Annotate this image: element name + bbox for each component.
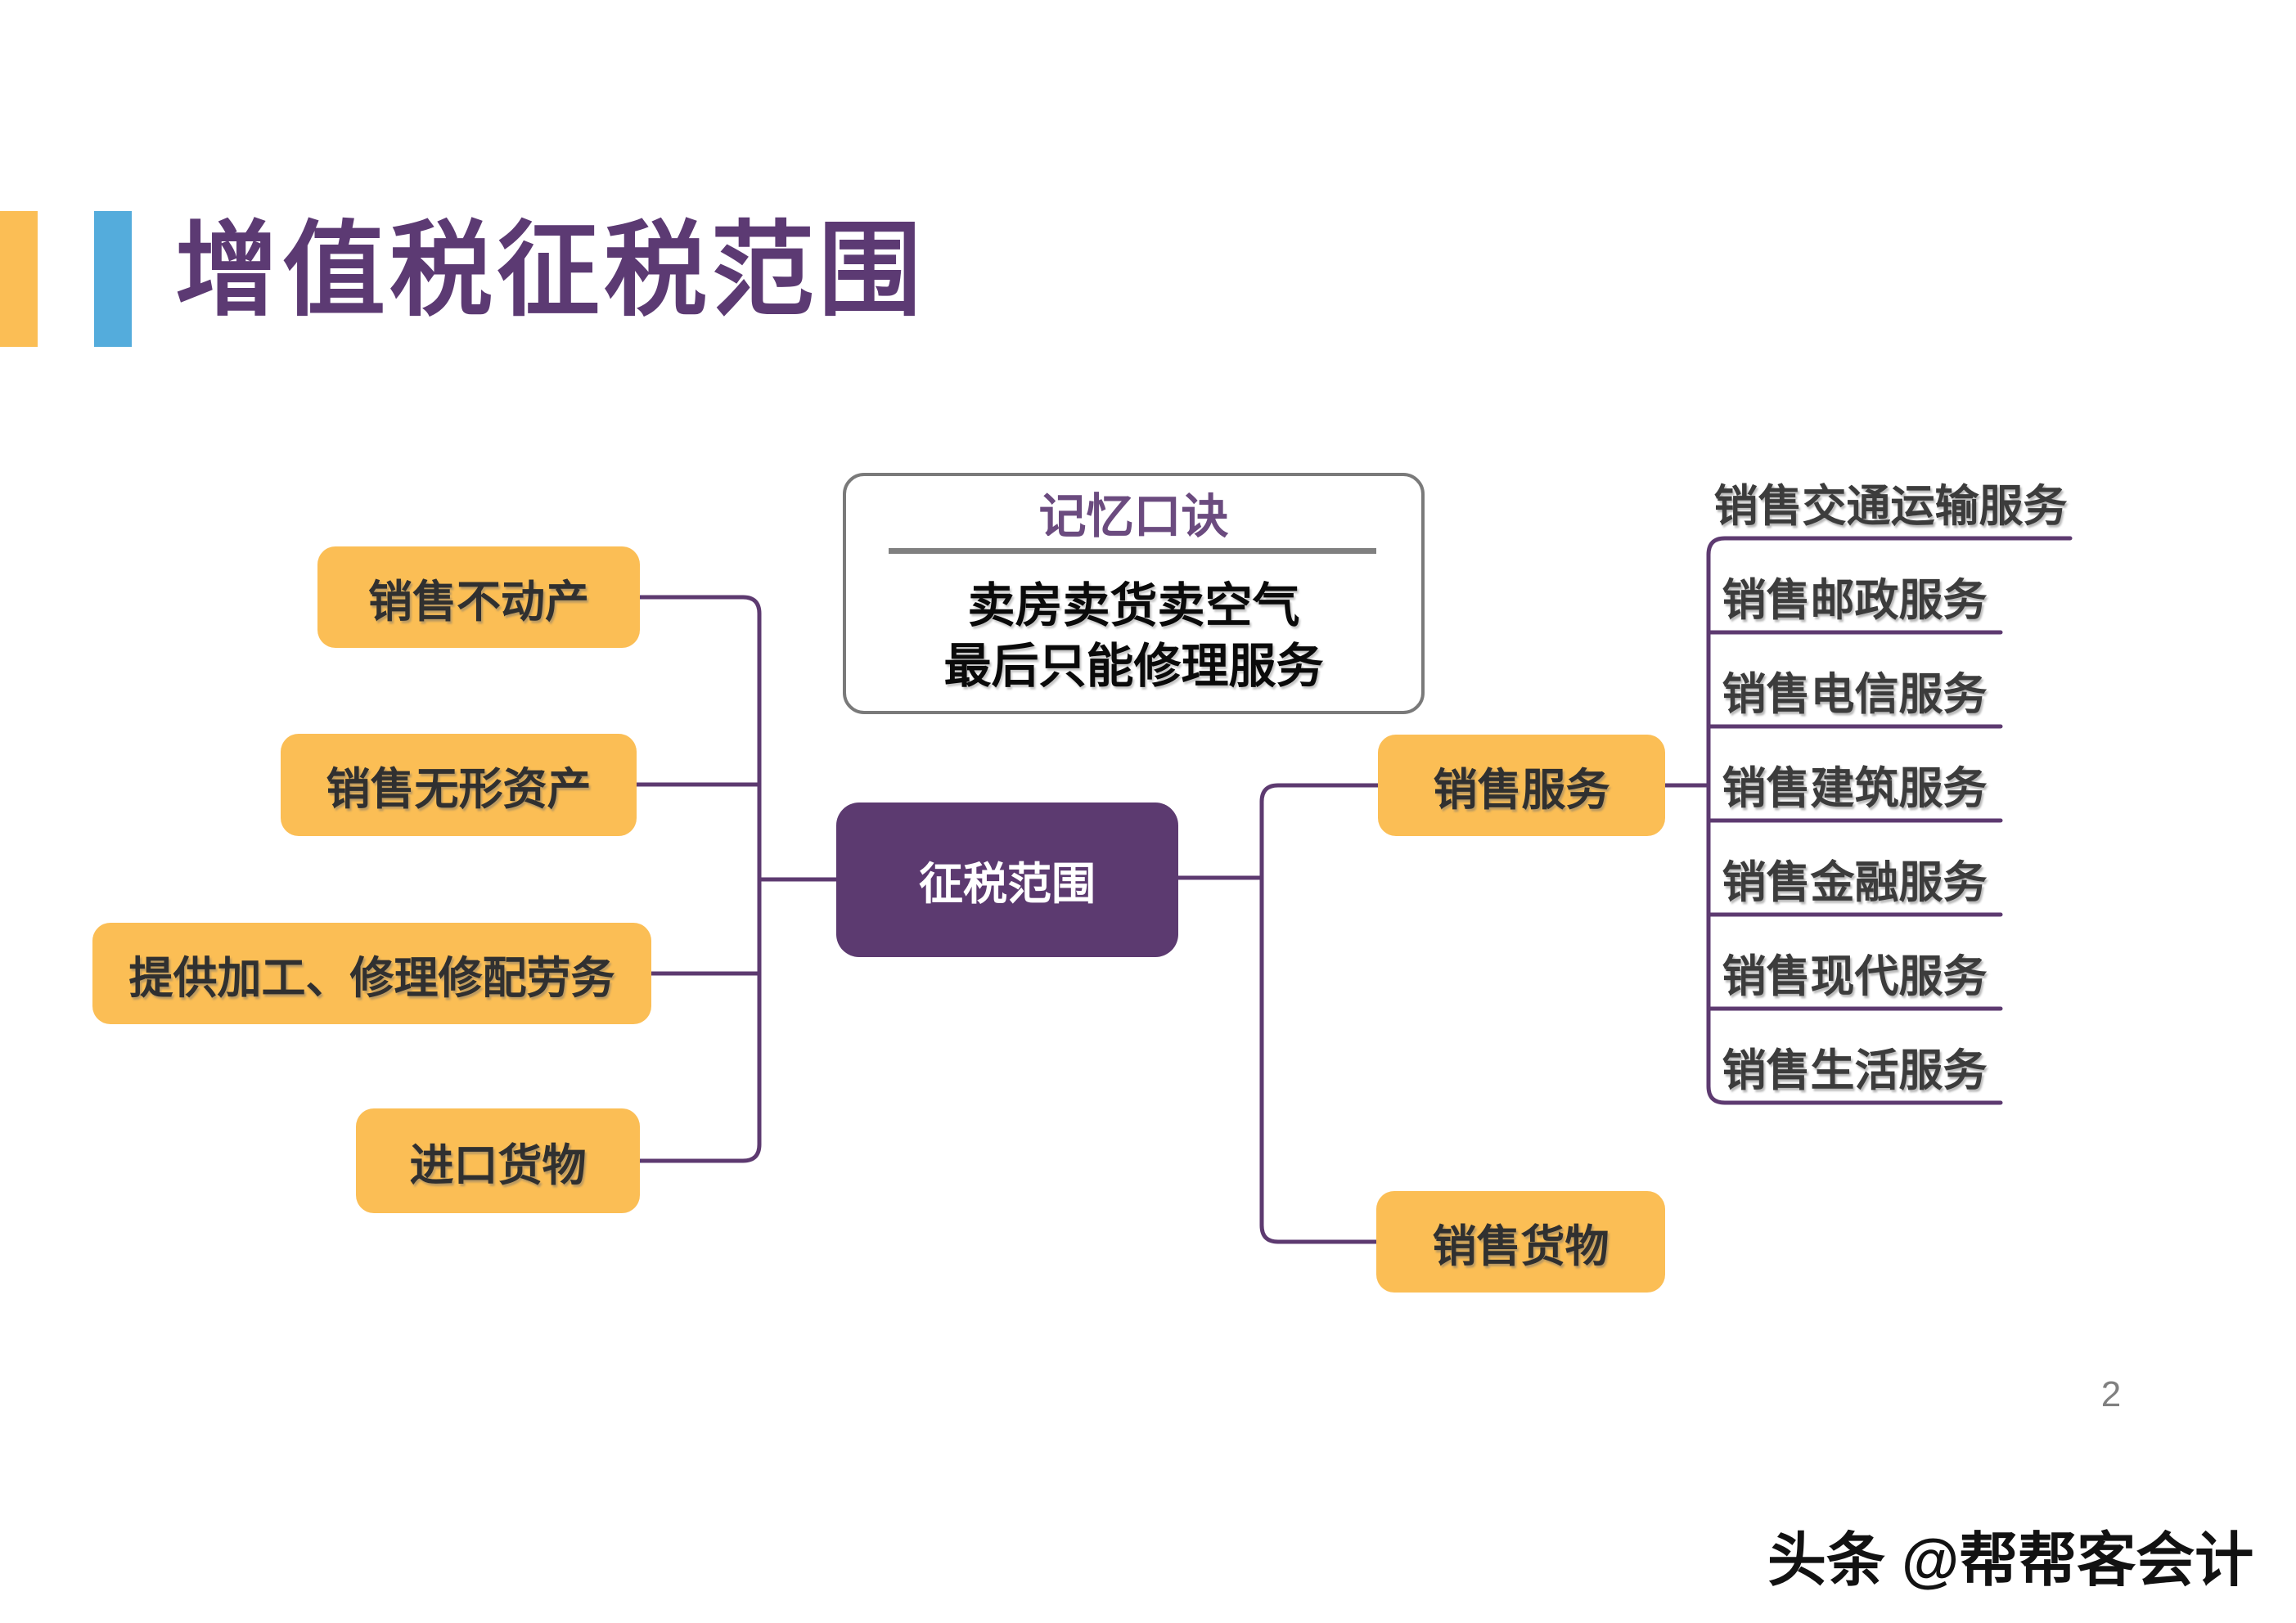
- service-item-transport: 销售交通运输服务: [1713, 481, 2068, 531]
- node-imported-goods: 进口货物: [356, 1108, 640, 1213]
- node-taxation-scope-root: 征税范围: [836, 803, 1178, 957]
- node-sale-intangible-assets: 销售无形资产: [281, 734, 637, 836]
- service-item-lifestyle: 销售生活服务: [1722, 1045, 1988, 1095]
- node-processing-repair-services: 提供加工、修理修配劳务: [92, 923, 651, 1024]
- memory-tip-line-2: 最后只能修理服务: [943, 639, 1324, 693]
- memory-tip-line-1: 卖房卖货卖空气: [967, 578, 1300, 632]
- memory-tip-title: 记忆口诀: [1038, 490, 1229, 543]
- title-accent-bar-blue: [94, 211, 132, 347]
- right-trunk-line: [1259, 783, 1380, 1244]
- page-number: 2: [2100, 1374, 2122, 1414]
- left-trunk-line: [637, 595, 762, 1163]
- watermark-text: 头条 @帮帮客会计: [1767, 1528, 2254, 1594]
- service-item-financial: 销售金融服务: [1722, 857, 1988, 907]
- service-item-modern: 销售现代服务: [1722, 951, 1988, 1001]
- node-sale-real-estate: 销售不动产: [317, 546, 640, 648]
- service-item-postal: 销售邮政服务: [1722, 575, 1988, 625]
- memory-tip-divider: [889, 548, 1376, 554]
- title-accent-bar-yellow: [0, 211, 38, 347]
- page-title: 增值税征税范围: [175, 213, 925, 328]
- node-sale-services: 销售服务: [1378, 735, 1665, 836]
- service-item-telecom: 销售电信服务: [1722, 669, 1988, 719]
- node-sale-goods: 销售货物: [1376, 1191, 1665, 1293]
- memory-tip-box: 记忆口诀 卖房卖货卖空气 最后只能修理服务: [843, 473, 1425, 714]
- service-item-construction: 销售建筑服务: [1722, 763, 1988, 813]
